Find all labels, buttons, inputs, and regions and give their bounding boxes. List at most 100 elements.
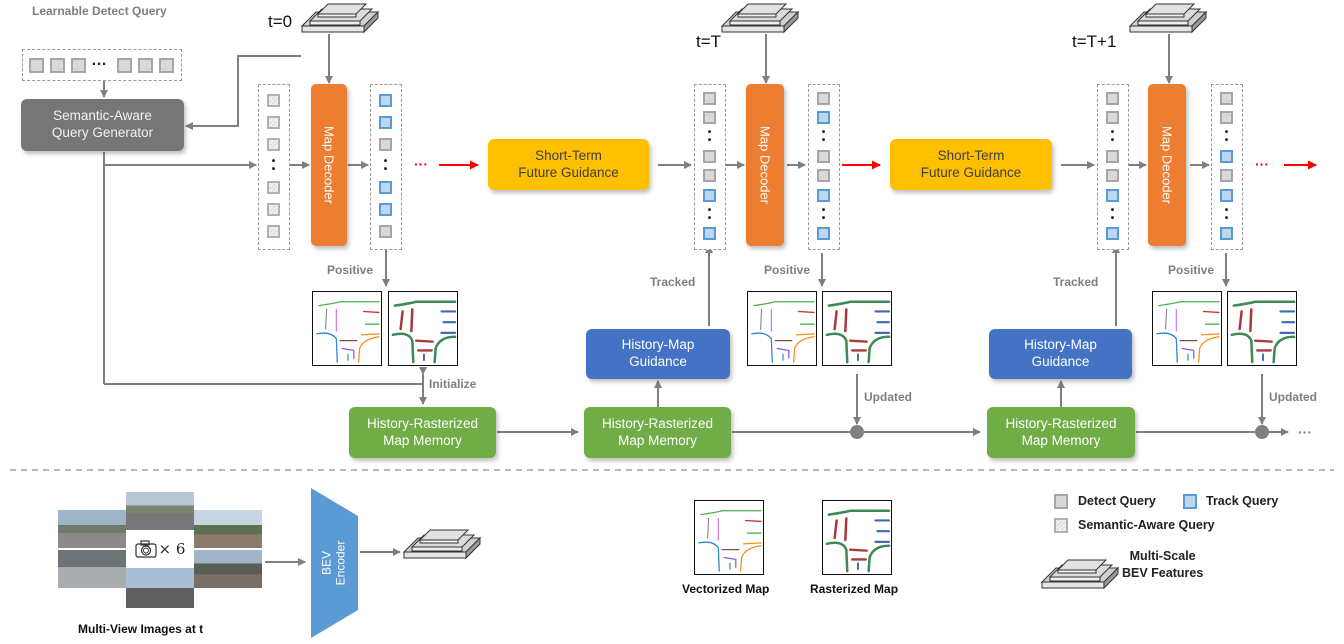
query-column-tT-input: •• •• [694,84,726,250]
bev-encoder-shape [311,488,358,638]
map-polyline [1156,332,1178,363]
map-polyline [391,332,415,364]
map-decoder-tT1: Map Decoder [1148,84,1186,246]
map-polyline [833,519,838,540]
legend-rasterized-map [822,500,892,575]
track-query [379,116,392,129]
multi-view-images: × 6 [58,492,262,618]
learnable-query-label: Learnable Detect Query [32,4,167,18]
bev-encoder-label: BEV Encoder [319,540,348,586]
map-polyline [1254,339,1273,343]
map-polyline [1181,347,1195,359]
map-polyline [844,517,848,542]
ellipsis-dots: •• [707,127,712,146]
query-column-tT-output: •••• [808,84,840,250]
detect-query [1220,169,1233,183]
map-polyline [844,308,848,333]
detect-query [817,91,830,105]
map-polyline [793,336,815,363]
map-polyline [318,301,380,307]
initialize-label: Initialize [429,377,477,391]
semantic-aware-query [267,181,280,194]
map-polyline [833,310,838,331]
map-polyline [825,332,849,364]
positive-label: Positive [764,263,811,277]
track-query [1106,227,1119,241]
camera-badge: × 6 [128,532,192,566]
track-query [1220,227,1233,241]
track-query [379,94,392,107]
timestep-t0-label: t=0 [268,12,293,31]
vectorized-map-thumbnail [312,291,382,366]
map-decoder-t0: Map Decoder [311,84,347,246]
map-polyline [341,347,355,359]
map-polyline [1238,310,1243,331]
multi-view-images-caption: Multi-View Images at t [78,622,204,636]
map-polyline [1165,308,1168,330]
bev-features-tT-icon [721,3,799,33]
camera-image [126,568,194,608]
map-decoder-tT: Map Decoder [746,84,784,246]
semantic-aware-query [267,116,280,129]
bev-features-t0-icon [301,3,379,33]
camera-image [58,550,126,588]
map-polyline [849,339,868,343]
map-polyline [753,301,815,307]
map-polyline [1198,336,1220,363]
history-rasterized-map-memory-tT: History-Rasterized Map Memory [584,407,731,458]
legend-semantic-query-icon [1054,518,1068,533]
track-query [703,189,716,202]
map-polyline [698,541,720,572]
track-query [1220,189,1233,202]
camera-image [194,510,262,548]
track-query [817,227,830,241]
legend-bev-features: Multi-Scale BEV Features [1122,549,1204,580]
map-polyline [723,556,737,568]
bev-features-tT1-icon [1129,3,1207,33]
detect-query [379,138,392,151]
map-polyline [740,545,762,572]
merge-node [1255,425,1269,439]
map-polyline [399,310,404,331]
legend-vectorized-map [694,500,764,575]
track-query [1106,189,1119,202]
history-rasterized-map-memory-tT1: History-Rasterized Map Memory [987,407,1135,458]
ellipsis-dots: •• [707,204,712,224]
legend-detect-query: Detect Query [1078,494,1156,508]
detect-query [379,225,392,238]
detect-query [1220,111,1233,125]
map-polyline [415,339,434,343]
detect-query [703,111,716,125]
track-query [379,203,392,216]
map-polyline [358,336,380,363]
semantic-aware-query [267,225,280,238]
map-polyline [410,308,414,333]
map-polyline [744,519,762,523]
merge-node [850,425,864,439]
history-map-guidance-tT: History-Map Guidance [586,329,730,379]
legend-bev-features-icon [1041,559,1119,589]
map-polyline [316,332,338,363]
ellipsis-dots: •• [1110,204,1115,224]
camera-image [194,550,262,588]
positive-label: Positive [1168,263,1215,277]
rasterized-map-thumbnail [822,291,892,366]
learnable-query-group: … [22,49,182,81]
memory-ellipsis: ··· [1298,424,1312,440]
query-column-tT1-output: •••• [1211,84,1243,250]
temporal-ellipsis: ··· [1255,156,1269,172]
history-map-guidance-tT1: History-Map Guidance [989,329,1132,379]
legend-track-query: Track Query [1206,494,1279,508]
map-polyline [700,510,762,516]
map-polyline [1230,332,1254,364]
short-term-future-guidance-tT1: Short-Term Future Guidance [890,139,1052,190]
map-polyline [849,548,868,552]
ellipsis-dots: •• [383,156,388,175]
track-query [703,227,716,241]
legend-track-query-icon [1183,494,1197,509]
timestep-tT-label: t=T [696,32,722,51]
map-polyline [707,517,710,539]
map-polyline [1202,310,1220,314]
